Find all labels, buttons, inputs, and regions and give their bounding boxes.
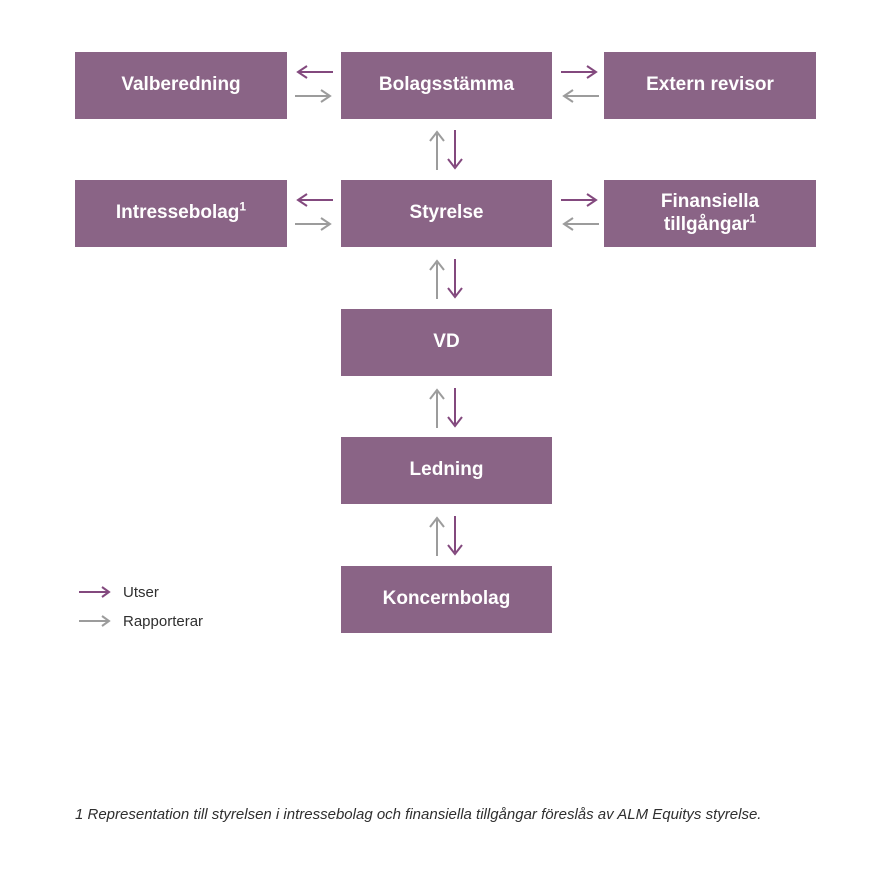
node-label: Bolagsstämma xyxy=(378,74,515,96)
arrow-pair-styrelse-vd xyxy=(428,258,464,300)
reports-arrow-right-icon xyxy=(295,217,332,231)
footnote-marker: 1 xyxy=(749,211,757,226)
vertical-arrows-icon xyxy=(429,259,463,299)
footnote: 1 Representation till styrelsen i intres… xyxy=(75,806,762,823)
reports-arrow-icon xyxy=(79,615,111,627)
node-label: Extern revisor xyxy=(646,74,774,96)
node-finansiella-tillgangar: Finansiella tillgångar1 xyxy=(604,180,816,247)
legend-label: Rapporterar xyxy=(123,612,204,630)
node-label: Intressebolag1 xyxy=(115,199,247,224)
arrow-pair-vd-ledning xyxy=(428,387,464,429)
appoints-arrow-left-icon xyxy=(296,193,333,207)
node-vd: VD xyxy=(341,309,552,376)
node-label: Ledning xyxy=(409,459,484,481)
appoints-arrow-left-icon xyxy=(296,65,333,79)
appoints-arrow-right-icon xyxy=(561,65,598,79)
legend: Utser Rapporterar xyxy=(78,581,203,632)
arrow-pair-bolagsstamma-valberedning xyxy=(294,64,334,104)
reports-arrow-left-icon xyxy=(562,89,599,103)
arrow-pair-styrelse-finansiella xyxy=(560,192,600,232)
legend-label: Utser xyxy=(123,583,159,601)
arrow-pair-styrelse-intressebolag xyxy=(294,192,334,232)
legend-item-utser: Utser xyxy=(78,581,203,603)
reports-arrow-left-icon xyxy=(562,217,599,231)
vertical-arrows-icon xyxy=(429,130,463,170)
node-label: Koncernbolag xyxy=(382,588,511,610)
node-valberedning: Valberedning xyxy=(75,52,287,119)
node-label: Finansiella tillgångar1 xyxy=(660,191,760,235)
vertical-arrows-icon xyxy=(429,388,463,428)
arrow-pair-bolagsstamma-extern-revisor xyxy=(560,64,600,104)
node-intressebolag: Intressebolag1 xyxy=(75,180,287,247)
arrow-pair-ledning-koncernbolag xyxy=(428,515,464,557)
node-styrelse: Styrelse xyxy=(341,180,552,247)
legend-item-rapporterar: Rapporterar xyxy=(78,610,203,632)
node-extern-revisor: Extern revisor xyxy=(604,52,816,119)
node-label: VD xyxy=(433,331,460,353)
reports-arrow-right-icon xyxy=(295,89,332,103)
appoints-arrow-icon xyxy=(79,586,111,598)
footnote-marker: 1 xyxy=(239,199,247,214)
appoints-arrow-right-icon xyxy=(561,193,598,207)
node-bolagsstamma: Bolagsstämma xyxy=(341,52,552,119)
node-label: Styrelse xyxy=(409,202,484,224)
node-label: Valberedning xyxy=(121,74,241,96)
node-koncernbolag: Koncernbolag xyxy=(341,566,552,633)
node-ledning: Ledning xyxy=(341,437,552,504)
vertical-arrows-icon xyxy=(429,516,463,556)
arrow-pair-bolagsstamma-styrelse xyxy=(428,129,464,171)
